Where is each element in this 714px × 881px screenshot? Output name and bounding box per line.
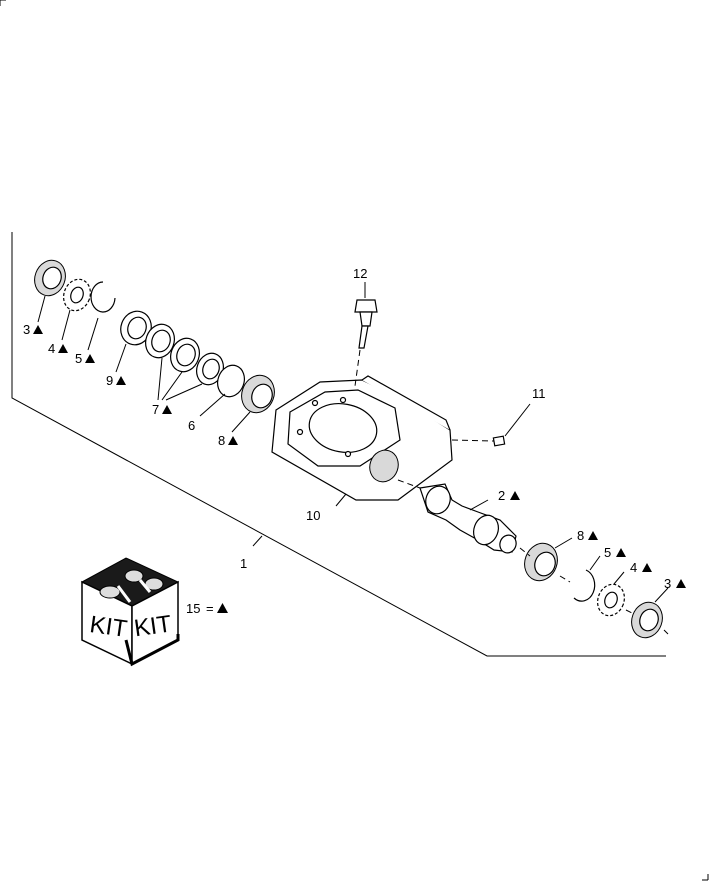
callout-5-right: 5 [604,545,626,560]
triangle-marker-icon [588,531,598,540]
part-3-right-bearing-cup [631,601,663,639]
leader-3-right [654,587,669,603]
part-8-right-bearing [524,542,558,582]
svg-text:3: 3 [23,322,30,337]
part-5-left-snap-ring [90,281,116,313]
kit-label-left: KIT [88,611,129,643]
part-3-left-bearing-cup [34,259,66,297]
svg-text:8: 8 [218,433,225,448]
triangle-marker-icon [85,354,95,363]
part-11-plug [492,435,506,447]
triangle-marker-icon [58,344,68,353]
svg-text:7: 7 [152,402,159,417]
part-2-pinion-shaft [419,483,517,554]
leader-4-left [61,309,71,341]
svg-text:3: 3 [664,576,671,591]
axis-line-12 [354,349,361,387]
axis-line-right [519,547,669,635]
part-7-shims [145,323,224,386]
leader-7 [157,357,203,401]
kit-label-right: KIT [133,610,174,642]
callout-4-right: 4 [630,560,652,575]
leader-8-right [554,537,573,549]
leader-10 [335,493,347,507]
svg-text:4: 4 [48,341,55,356]
svg-text:5: 5 [75,351,82,366]
axis-line-shaft [397,479,421,489]
triangle-marker-icon [217,603,228,613]
leader-11 [504,403,531,437]
callout-12: 12 [353,266,367,281]
leader-4-right [613,571,625,585]
svg-text:6: 6 [188,418,195,433]
svg-text:10: 10 [306,508,320,523]
callout-2: 2 [498,488,520,503]
part-4-right-lock-washer [597,583,625,617]
svg-text:1: 1 [240,556,247,571]
triangle-marker-icon [642,563,652,572]
leader-3-left [37,295,46,323]
callout-3-left: 3 [23,322,43,337]
triangle-marker-icon [510,491,520,500]
callout-7: 7 [152,402,172,417]
svg-text:11: 11 [532,386,546,401]
triangle-marker-icon [33,325,43,334]
svg-text:=: = [206,601,214,616]
leader-6 [199,393,226,417]
triangle-marker-icon [116,376,126,385]
part-8-left-bearing [241,374,275,414]
svg-text:9: 9 [106,373,113,388]
callout-5-left: 5 [75,351,95,366]
svg-text:8: 8 [577,528,584,543]
leader-2 [469,499,489,511]
svg-text:2: 2 [498,488,505,503]
leader-8-left [231,411,251,433]
svg-text:12: 12 [353,266,367,281]
callout-4-left: 4 [48,341,68,356]
callout-10: 10 [306,508,320,523]
svg-text:4: 4 [630,560,637,575]
triangle-marker-icon [162,405,172,414]
callout-6: 6 [188,418,195,433]
corner-mark-top-left [0,0,6,6]
callout-1: 1 [240,556,247,571]
callout-8-left: 8 [218,433,238,448]
part-4-left-lock-washer [63,278,91,312]
kit-legend: 15 = [186,601,228,616]
part-9-spacer-ring [120,310,152,346]
svg-text:15: 15 [186,601,200,616]
axis-line-11 [451,439,495,442]
callout-3-right: 3 [664,576,686,591]
callout-8-right: 8 [577,528,598,543]
triangle-marker-icon [616,548,626,557]
corner-mark-bottom-right [702,874,709,881]
leader-5-right [589,555,601,571]
leader-1 [252,535,263,547]
svg-text:5: 5 [604,545,611,560]
callout-11: 11 [532,386,546,401]
part-10-gear-housing [271,375,453,501]
part-5-right-snap-ring [573,569,596,602]
leader-9 [115,343,127,373]
part-6-o-ring [217,364,245,398]
part-12-breather-fitting [354,299,378,349]
callout-9: 9 [106,373,126,388]
kit-box-illustration: KIT KIT [80,557,180,667]
leader-5-left [87,317,99,351]
triangle-marker-icon [228,436,238,445]
triangle-marker-icon [676,579,686,588]
assembly-bracket-line [11,232,666,657]
